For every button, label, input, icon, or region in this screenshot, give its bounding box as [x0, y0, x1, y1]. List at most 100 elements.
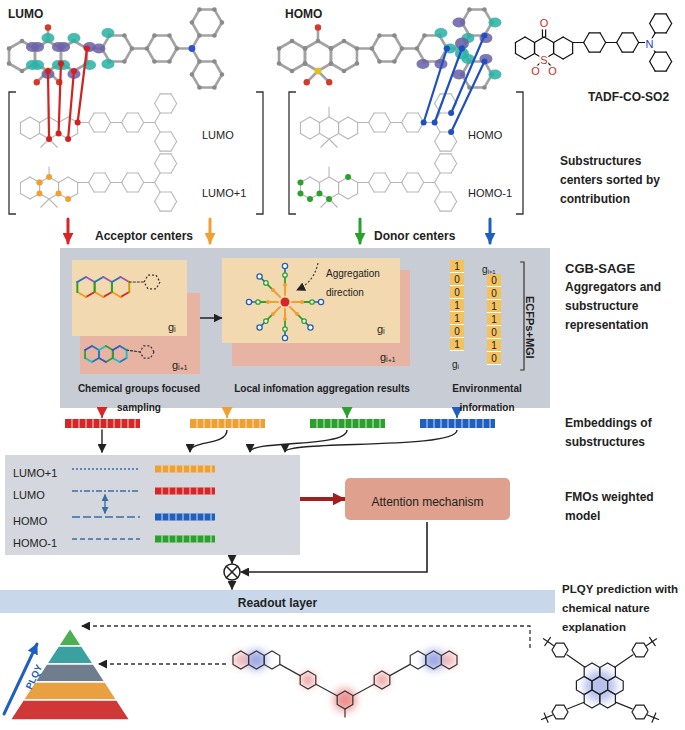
orbital-atom — [59, 61, 64, 66]
skeleton-bond — [407, 112, 418, 113]
bar-divider — [114, 419, 115, 428]
group-bond — [98, 350, 100, 358]
skeleton-bond — [89, 123, 95, 133]
center-dot — [421, 120, 427, 126]
bar-divider — [448, 419, 449, 428]
skeleton-bond — [111, 182, 122, 183]
skeleton-bond — [155, 183, 161, 193]
bar-divider — [331, 419, 332, 428]
structure-bond — [573, 42, 584, 43]
bar-divider — [162, 466, 163, 473]
bar-divider — [338, 419, 339, 428]
skeleton-bond — [171, 163, 177, 173]
bar-divider — [204, 488, 205, 495]
dashed-bond — [129, 281, 144, 282]
orbital-lobe — [67, 33, 80, 43]
molecule-bond — [280, 664, 300, 675]
bracket — [289, 92, 296, 214]
label-text: Environmental information — [452, 383, 521, 413]
emission-glow — [301, 673, 315, 687]
skeleton-bond — [160, 211, 171, 212]
node-text: 1 0 0 1 1 0 1 — [450, 260, 464, 351]
embedding-bar — [155, 488, 215, 495]
group-bond — [128, 282, 130, 292]
bar-divider — [211, 419, 212, 428]
embedding-bar — [420, 419, 495, 428]
skeleton-bond — [451, 192, 457, 202]
dashed-bond — [127, 350, 140, 352]
orbital-atom — [290, 69, 295, 74]
neighbor-node — [264, 281, 268, 285]
skeleton-bond — [435, 163, 441, 173]
molecule-bond — [546, 715, 552, 718]
group-bond — [112, 350, 114, 358]
bar-divider — [162, 536, 163, 543]
orbital-atom — [122, 33, 127, 38]
skeleton-bond — [155, 94, 161, 104]
aggregation-spoke — [290, 307, 296, 313]
orbital-atom — [377, 33, 382, 38]
label-text: PLQY prediction with chemical nature exp… — [562, 583, 678, 633]
orbital-lobe — [41, 33, 54, 43]
group-bond — [126, 350, 128, 358]
molecule-ring — [410, 651, 426, 669]
center-dot — [444, 46, 450, 52]
skeleton-bond — [122, 173, 128, 183]
bar-divider — [211, 466, 212, 473]
orbital-atom — [212, 33, 217, 38]
attention-box: Attention mechanism — [345, 478, 510, 520]
emission-glow — [375, 673, 389, 687]
molecule-bond — [615, 655, 633, 667]
skeleton-bond — [385, 123, 391, 133]
oxygen-atom — [315, 24, 321, 30]
skeleton-bond — [338, 183, 339, 194]
flow-arrow — [231, 581, 233, 589]
bar-divider — [162, 488, 163, 495]
label-text: O — [547, 65, 558, 77]
orbital-atom — [422, 33, 427, 38]
bar-divider — [260, 419, 261, 428]
node-text: LUMO+1 — [13, 467, 57, 479]
skeleton-bond — [424, 182, 435, 183]
bar-divider — [190, 536, 191, 543]
bar-divider — [135, 419, 136, 428]
energy-level — [72, 516, 140, 517]
structure-bond — [584, 33, 590, 43]
skeleton-bond — [338, 183, 339, 194]
skeleton-bond — [321, 139, 329, 147]
group-bond — [121, 277, 130, 282]
structure-bond — [572, 43, 573, 54]
center-dot — [317, 191, 323, 197]
contribution-line — [48, 71, 49, 139]
aggregation-spoke — [284, 309, 286, 318]
dashed-arrow — [82, 626, 530, 648]
embedding-bar — [65, 419, 140, 428]
orbital-lobe — [101, 28, 114, 38]
center-dot — [297, 191, 303, 197]
skeleton-bond — [374, 172, 385, 173]
bar-divider — [197, 536, 198, 543]
skeleton-bond — [30, 117, 40, 123]
neighbor-node — [283, 327, 287, 331]
multiply-symbol — [226, 566, 237, 577]
drawing — [4, 7, 672, 722]
skeleton-bond — [320, 134, 330, 140]
skeleton-bond — [329, 167, 330, 177]
fmo-box: LUMO+1LUMOHOMOHOMO-1 — [5, 455, 300, 555]
pyramid-layer — [10, 700, 130, 720]
bar-divider — [169, 488, 170, 495]
orbital-atom — [20, 39, 25, 44]
bar-divider — [100, 419, 101, 428]
skeleton-bond — [310, 117, 320, 123]
orbital-atom — [342, 69, 347, 74]
oxygen-atom — [45, 24, 51, 30]
group-bond — [94, 282, 96, 292]
skeleton-bond — [127, 191, 138, 192]
label-text: TADF-CO-SO2 — [588, 90, 669, 104]
label-text: N — [645, 38, 655, 50]
structure-bond — [525, 54, 535, 60]
molecule-bond — [654, 718, 659, 720]
orbital-lobe — [479, 54, 492, 64]
skeleton-bond — [339, 117, 349, 123]
skeleton-bond — [127, 131, 138, 132]
